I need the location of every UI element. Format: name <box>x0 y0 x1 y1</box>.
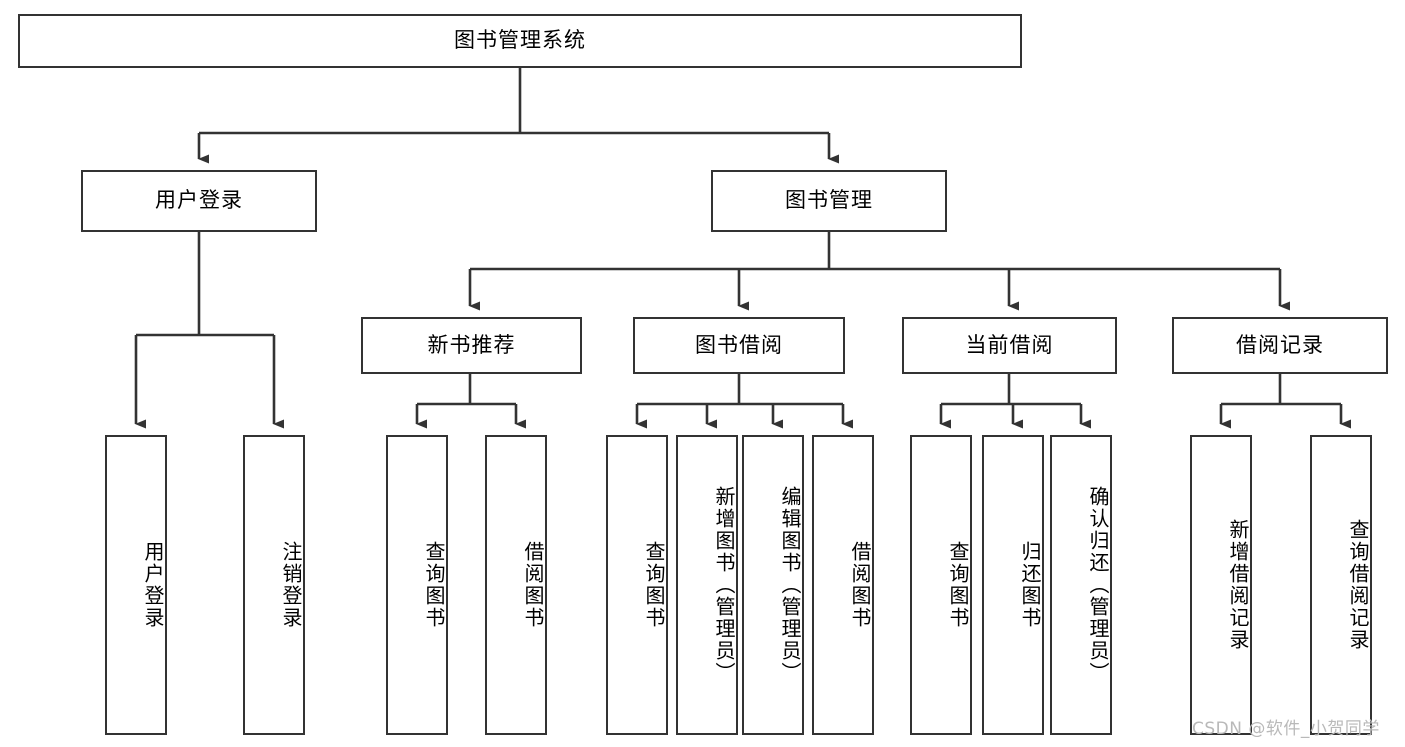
node-leaf-add-borrow-record[interactable]: 新增借阅记录 <box>1190 435 1252 735</box>
node-book-management[interactable]: 图书管理 <box>711 170 947 232</box>
node-leaf-add-book-admin[interactable]: 新增图书（管理员） <box>676 435 738 735</box>
node-label: 查询图书 <box>422 541 446 629</box>
node-leaf-return-book[interactable]: 归还图书 <box>982 435 1044 735</box>
node-leaf-query-borrow-record[interactable]: 查询借阅记录 <box>1310 435 1372 735</box>
node-label: 借阅图书 <box>521 541 545 629</box>
node-leaf-query-book-current[interactable]: 查询图书 <box>910 435 972 735</box>
node-leaf-edit-book-admin[interactable]: 编辑图书（管理员） <box>742 435 804 735</box>
node-label: 新增借阅记录 <box>1226 519 1250 651</box>
node-label: 编辑图书（管理员） <box>778 486 802 684</box>
node-label: 借阅记录 <box>1236 332 1324 357</box>
node-root-label: 图书管理系统 <box>454 28 586 53</box>
node-leaf-borrow-book-recommend[interactable]: 借阅图书 <box>485 435 547 735</box>
node-leaf-user-login[interactable]: 用户登录 <box>105 435 167 735</box>
node-user-login[interactable]: 用户登录 <box>81 170 317 232</box>
node-current-borrow[interactable]: 当前借阅 <box>902 317 1117 374</box>
node-leaf-logout[interactable]: 注销登录 <box>243 435 305 735</box>
node-label: 归还图书 <box>1018 541 1042 629</box>
csdn-watermark: CSDN @软件_小贺同学 <box>1192 719 1380 739</box>
node-label: 用户登录 <box>141 541 165 629</box>
node-label: 查询图书 <box>642 541 666 629</box>
node-label: 确认归还（管理员） <box>1086 486 1110 684</box>
node-leaf-query-book-borrow[interactable]: 查询图书 <box>606 435 668 735</box>
node-leaf-query-book-recommend[interactable]: 查询图书 <box>386 435 448 735</box>
node-label: 图书管理 <box>785 188 873 213</box>
node-label: 查询图书 <box>946 541 970 629</box>
node-root-system[interactable]: 图书管理系统 <box>18 14 1022 68</box>
node-label: 注销登录 <box>279 541 303 629</box>
node-label: 查询借阅记录 <box>1346 519 1370 651</box>
node-label: 新增图书（管理员） <box>712 486 736 684</box>
node-leaf-confirm-return-admin[interactable]: 确认归还（管理员） <box>1050 435 1112 735</box>
node-book-borrow[interactable]: 图书借阅 <box>633 317 845 374</box>
node-new-book-recommend[interactable]: 新书推荐 <box>361 317 582 374</box>
node-label: 新书推荐 <box>427 332 516 357</box>
node-label: 图书借阅 <box>695 332 783 357</box>
node-label: 用户登录 <box>155 188 243 213</box>
node-borrow-record[interactable]: 借阅记录 <box>1172 317 1388 374</box>
node-label: 借阅图书 <box>848 541 872 629</box>
node-label: 当前借阅 <box>965 332 1054 357</box>
node-leaf-borrow-book[interactable]: 借阅图书 <box>812 435 874 735</box>
